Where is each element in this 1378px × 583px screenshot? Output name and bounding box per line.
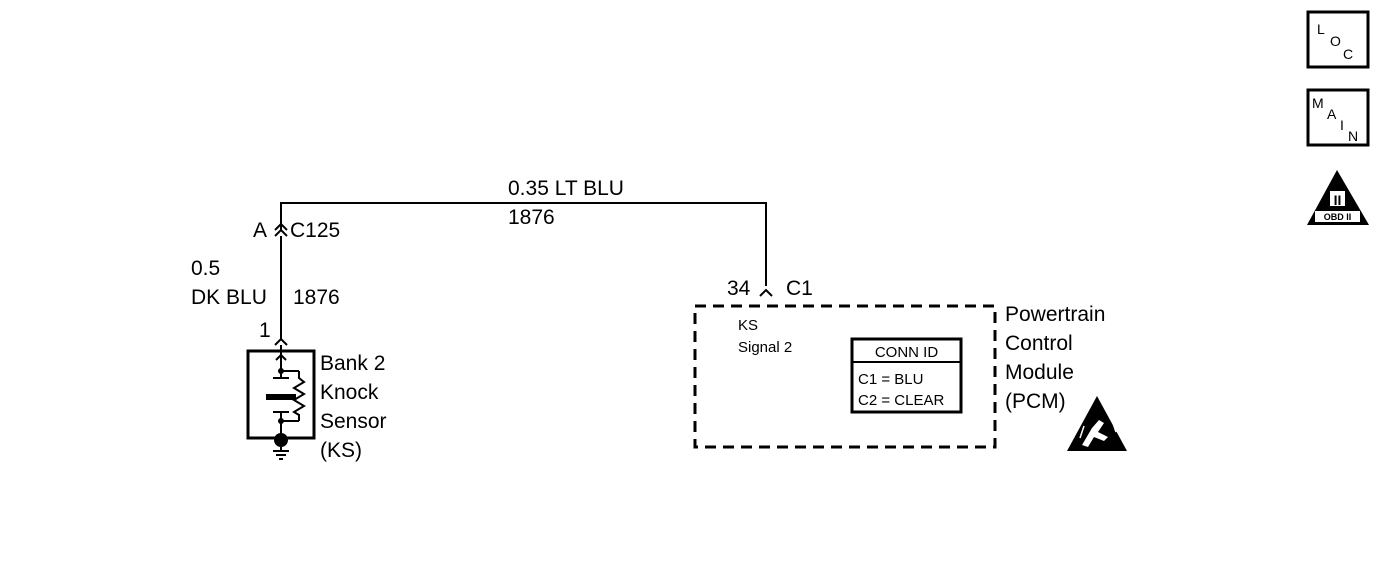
connector-pin-a: A	[253, 219, 267, 242]
loc-letter-o: O	[1330, 33, 1341, 49]
obd-numeral: II	[1334, 192, 1342, 208]
main-button[interactable]: M A I N	[1306, 88, 1370, 147]
pcm-name-line4: (PCM)	[1005, 390, 1066, 413]
sensor-pin-number: 1	[259, 319, 271, 342]
left-wire-circuit-label: 1876	[293, 286, 340, 309]
connector-id-c125: C125	[290, 219, 340, 242]
loc-letter-l: L	[1317, 21, 1325, 37]
left-wire-color-label: DK BLU	[191, 286, 267, 309]
main-letter-i: I	[1340, 117, 1344, 133]
pcm-pin-number: 34	[727, 277, 751, 300]
inline-connector-c125	[274, 222, 288, 237]
pcm-connector-id: C1	[786, 277, 813, 300]
sensor-name-line2: Knock	[320, 381, 379, 404]
sensor-name-line4: (KS)	[320, 439, 362, 462]
loc-button[interactable]: L O C	[1306, 10, 1370, 69]
top-wire	[280, 202, 767, 286]
pcm-signal-label-line1: KS	[738, 317, 758, 334]
obd-ii-button[interactable]: II OBD II	[1307, 170, 1369, 225]
obd-label: OBD II	[1324, 212, 1352, 222]
knock-sensor-symbol	[246, 345, 316, 447]
sensor-name-line1: Bank 2	[320, 352, 385, 375]
top-wire-color-label: 0.35 LT BLU	[508, 177, 624, 200]
main-letter-n: N	[1348, 128, 1358, 144]
pcm-name-line2: Control	[1005, 332, 1073, 355]
esd-warning-icon	[1067, 396, 1127, 451]
conn-id-table: CONN ID C1 = BLU C2 = CLEAR	[850, 337, 963, 414]
conn-id-row-c1: C1 = BLU	[858, 371, 923, 388]
conn-id-title: CONN ID	[875, 344, 939, 361]
pcm-signal-label-line2: Signal 2	[738, 339, 792, 356]
loc-letter-c: C	[1343, 46, 1353, 62]
left-wire-gauge-label: 0.5	[191, 257, 220, 280]
ground-symbol	[273, 447, 289, 460]
conn-id-row-c2: C2 = CLEAR	[858, 392, 944, 409]
pcm-pin-terminal	[759, 288, 773, 297]
pcm-name-line3: Module	[1005, 361, 1074, 384]
main-letter-m: M	[1312, 95, 1324, 111]
sensor-pin-terminal	[274, 337, 288, 346]
sensor-name-line3: Sensor	[320, 410, 387, 433]
pcm-name-line1: Powertrain	[1005, 303, 1105, 326]
pcm-module-boundary	[693, 304, 997, 449]
main-letter-a: A	[1327, 106, 1337, 122]
top-wire-circuit-label: 1876	[508, 206, 555, 229]
